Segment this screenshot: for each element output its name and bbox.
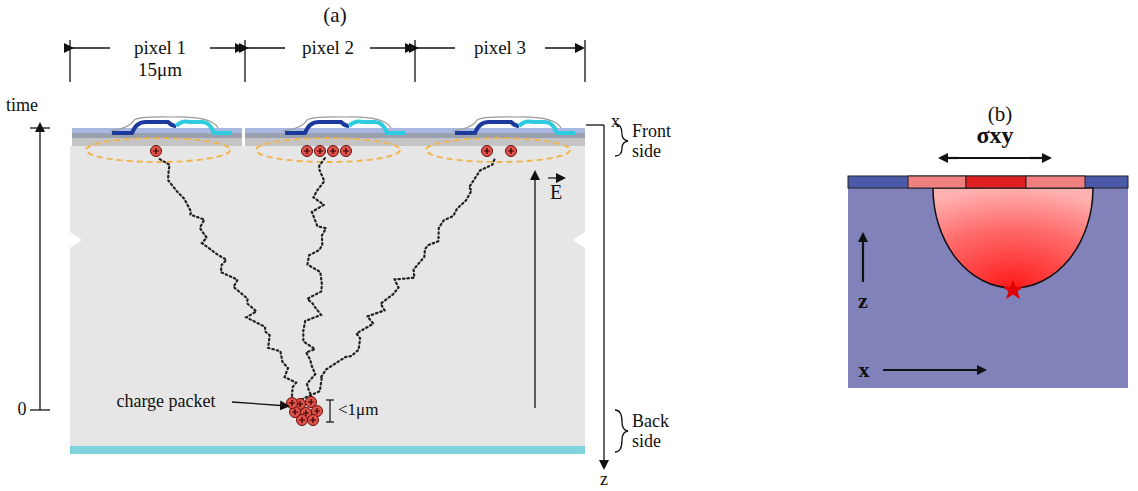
- axis-label: 0: [18, 400, 27, 420]
- pixel-label: pixel 3: [474, 38, 526, 59]
- dimension: 15μm: [138, 60, 182, 81]
- axis-label: time: [6, 96, 38, 116]
- charge: [287, 398, 298, 409]
- charge: [297, 415, 308, 426]
- charge: [328, 146, 339, 157]
- drift-path: [303, 158, 326, 404]
- charge: [151, 146, 162, 157]
- axis-label: z: [858, 289, 868, 313]
- drift-path: [303, 158, 496, 404]
- callout: charge packet: [116, 392, 215, 412]
- drift-path: [158, 158, 305, 404]
- charge: [302, 146, 313, 157]
- charge: [341, 146, 352, 157]
- charge: [482, 146, 493, 157]
- side-label: Back side: [632, 412, 692, 452]
- dimension: σxy: [976, 122, 1013, 148]
- side-label: Front side: [632, 122, 692, 162]
- pixel-label: pixel 1: [134, 38, 186, 59]
- axis-label: z: [600, 470, 608, 490]
- dimension: <1μm: [338, 401, 378, 420]
- axis-label: x: [611, 112, 620, 132]
- charge: [506, 146, 517, 157]
- pixel-label: pixel 2: [302, 38, 354, 59]
- axis-label: x: [859, 358, 870, 382]
- charge: [315, 146, 326, 157]
- field-label: E: [550, 181, 562, 203]
- charge: [308, 415, 319, 426]
- panel-label: (a): [323, 4, 346, 27]
